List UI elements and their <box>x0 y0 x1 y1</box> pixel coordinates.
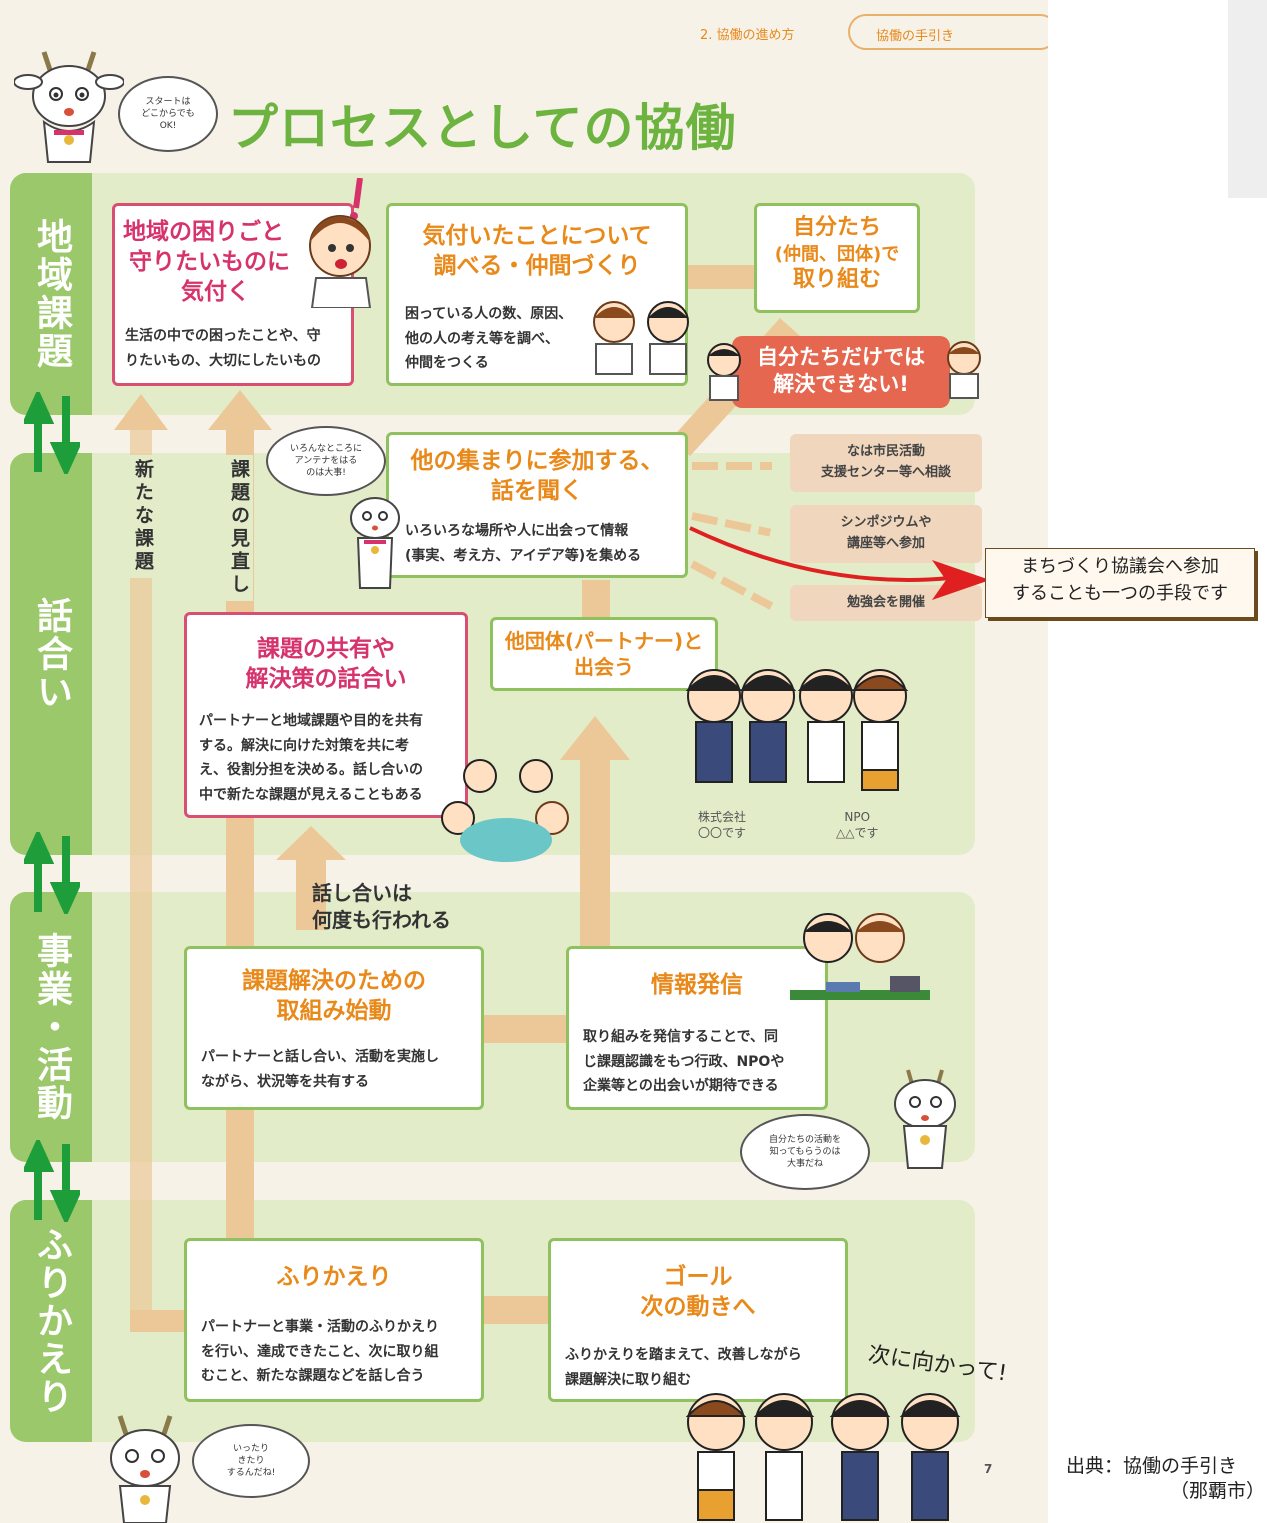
callout-note: まちづくり協議会へ参加することも一つの手段です <box>985 548 1255 618</box>
label-new-issue: 新たな課題 <box>130 455 157 578</box>
source-note: 出典：協働の手引き（那覇市） <box>1066 1455 1266 1502</box>
person-surprised-icon <box>309 178 372 308</box>
adjacent-page-strip <box>1228 0 1267 198</box>
box-share-title: 課題の共有や解決策の話合い <box>245 636 407 692</box>
bubble-antenna: いろんなところにアンテナをはるのは大事! <box>266 426 386 496</box>
box-notice-title: 地域の困りごと守りたいものに気付く <box>123 219 290 305</box>
label-company: 株式会社〇〇です <box>698 810 747 840</box>
person-worried-icon <box>707 343 741 401</box>
box-join-desc: いろいろな場所や人に出会って情報(事実、考え方、アイデア等)を集める <box>405 523 642 564</box>
box-research-title: 気付いたことについて調べる・仲間づくり <box>422 223 652 279</box>
box-review-title: ふりかえり <box>276 1264 392 1290</box>
header-tab[interactable]: 協働の手引き <box>848 14 1048 50</box>
people-cheering-icon <box>685 1393 961 1521</box>
box-cannot-title: 自分たちだけでは解決できない! <box>757 345 925 397</box>
box-start-action: 課題解決のための取組み始動 パートナーと話し合い、活動を実施しながら、状況等を共… <box>184 946 484 1110</box>
meeting-table-icon <box>441 759 569 862</box>
box-start-action-desc: パートナーと話し合い、活動を実施しながら、状況等を共有する <box>201 1049 439 1090</box>
box-review-desc: パートナーと事業・活動のふりかえりを行い、達成できたこと、次に取り組むこと、新た… <box>201 1319 439 1384</box>
stage-tab-review: ふりかえり <box>10 1200 92 1442</box>
box-partner: 他団体(パートナー)と出会う <box>490 617 718 691</box>
stage-tab-action: 事業・活動 <box>10 892 92 1162</box>
box-start-action-title: 課題解決のための取組み始動 <box>242 968 426 1024</box>
goat-mascot-icon <box>350 497 400 589</box>
goat-mascot-icon <box>894 1069 956 1169</box>
partner-handshake-icon <box>685 669 909 791</box>
label-review-issue: 課題の見直し <box>226 455 253 601</box>
option-symposium: シンポジウムや講座等へ参加 <box>790 505 982 563</box>
section-label: 2. 協働の進め方 <box>700 28 795 43</box>
goat-mascot-icon <box>110 1415 180 1523</box>
stage-tab-area: 地域課題 <box>10 173 92 415</box>
box-info: 情報発信 取り組みを発信することで、同じ課題認識をもつ行政、NPOや企業等との出… <box>566 946 828 1110</box>
box-info-title: 情報発信 <box>651 972 743 998</box>
box-research-desc: 困っている人の数、原因、他の人の考え等を調べ、仲間をつくる <box>405 306 573 371</box>
bubble-loop: いったりきたりするんだね! <box>192 1424 310 1498</box>
box-review: ふりかえり パートナーと事業・活動のふりかえりを行い、達成できたこと、次に取り組… <box>184 1238 484 1402</box>
box-goal-desc: ふりかえりを踏まえて、改善しながら課題解決に取り組む <box>565 1347 802 1388</box>
people-pair-icon <box>593 301 689 375</box>
option-consult: なは市民活動支援センター等へ相談 <box>790 434 982 492</box>
goat-mascot-icon <box>14 51 124 163</box>
box-goal-title: ゴール次の動きへ <box>640 1264 756 1320</box>
updown-arrow-icon <box>24 832 80 914</box>
updown-arrow-icon <box>24 1140 80 1222</box>
page-number: 7 <box>984 1462 993 1476</box>
box-ourselves: 自分たち(仲間、団体)で取り組む <box>754 203 920 313</box>
box-notice-desc: 生活の中での困ったことや、守りたいもの、大切にしたいもの <box>125 328 321 369</box>
box-research: 気付いたことについて調べる・仲間づくり 困っている人の数、原因、他の人の考え等を… <box>386 203 688 386</box>
updown-arrow-icon <box>24 392 80 474</box>
page-title: プロセスとしての協働 <box>228 99 737 157</box>
repeat-note: 話し合いは何度も行われる <box>312 881 451 932</box>
dash-arrow <box>692 462 772 470</box>
box-info-desc: 取り組みを発信することで、同じ課題認識をもつ行政、NPOや企業等との出会いが期待… <box>583 1029 785 1094</box>
box-partner-title: 他団体(パートナー)と出会う <box>504 629 704 679</box>
person-worried-icon <box>947 341 981 399</box>
box-cannot: 自分たちだけでは解決できない! <box>732 336 950 408</box>
guide-page: 2. 協働の進め方 協働の手引き プロセスとしての協働 地域課題 話合い 事業・… <box>0 0 1048 1523</box>
box-ourselves-title: 自分たち(仲間、団体)で取り組む <box>774 215 900 292</box>
box-share: 課題の共有や解決策の話合い パートナーと地域課題や目的を共有する。解決に向けた対… <box>184 612 468 818</box>
label-npo: NPO△△です <box>836 810 879 840</box>
people-laptop-icon <box>790 913 930 1000</box>
box-join-title: 他の集まりに参加する、話を聞く <box>410 448 664 504</box>
bubble-activity: 自分たちの活動を知ってもらうのは大事だね <box>740 1114 870 1190</box>
box-share-desc: パートナーと地域課題や目的を共有する。解決に向けた対策を共に考え、役割分担を決め… <box>199 713 423 803</box>
box-goal: ゴール次の動きへ ふりかえりを踏まえて、改善しながら課題解決に取り組む <box>548 1238 848 1402</box>
stage-tab-talk: 話合い <box>10 453 92 855</box>
